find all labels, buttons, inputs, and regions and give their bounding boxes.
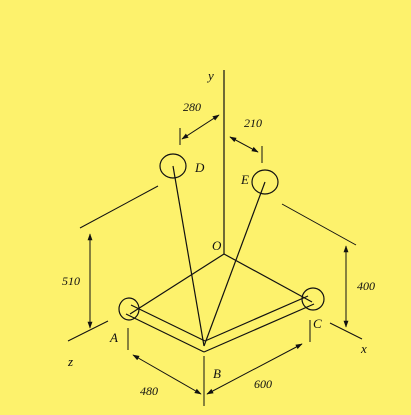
extension-e-height [281, 203, 357, 246]
label-y-axis: y [206, 68, 214, 83]
ring-e [251, 169, 279, 195]
label-point-e: E [240, 172, 249, 187]
label-point-d: D [194, 160, 205, 175]
ring-a [118, 297, 140, 321]
label-origin: O [212, 238, 222, 253]
pipe-bc [203, 295, 315, 353]
ring-d [159, 153, 187, 179]
dim-arrow-600 [206, 343, 303, 395]
ring-c [301, 287, 325, 311]
pipe-ab [125, 304, 206, 353]
dim-value-600: 600 [254, 377, 272, 391]
cable-bd [172, 165, 205, 347]
x-axis-line [329, 322, 363, 340]
dim-value-480: 480 [140, 384, 158, 398]
extension-d-height [79, 185, 159, 229]
label-z-axis: z [67, 354, 73, 369]
dim-value-210: 210 [244, 116, 262, 130]
floor-edge-oa [129, 253, 225, 315]
dim-value-280: 280 [183, 100, 201, 114]
label-point-b: B [213, 366, 221, 381]
label-x-axis: x [360, 341, 367, 356]
label-point-a: A [109, 330, 118, 345]
dim-value-400: 400 [357, 279, 375, 293]
label-point-c: C [313, 316, 322, 331]
z-axis-line [67, 320, 109, 342]
dim-arrow-210 [229, 136, 259, 153]
dim-arrow-480 [132, 354, 202, 395]
floor-edge-oc [223, 253, 313, 303]
cable-be [203, 181, 266, 347]
dim-arrow-280 [181, 114, 220, 140]
dim-value-510: 510 [62, 274, 80, 288]
